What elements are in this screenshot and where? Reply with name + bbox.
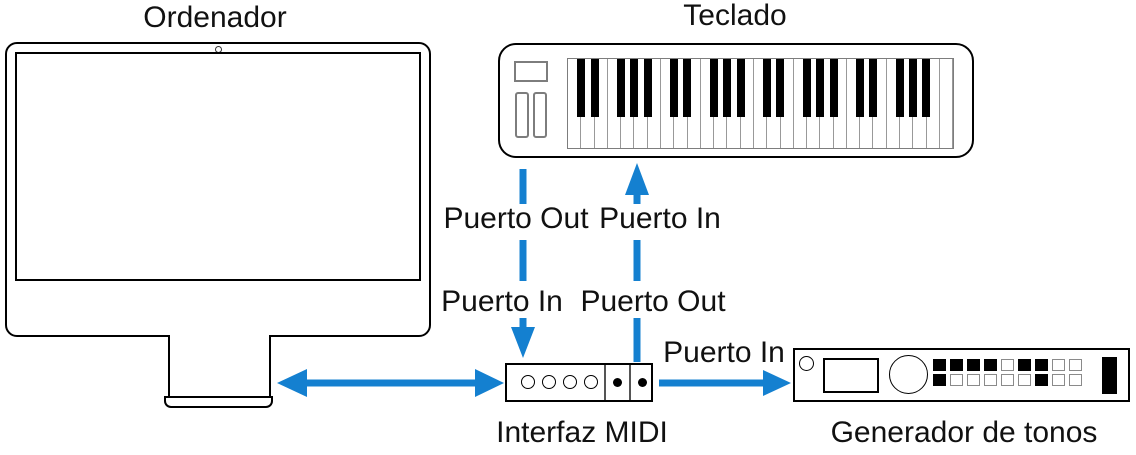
port-label-interface-in: Puerto In — [441, 285, 563, 318]
black-key — [617, 59, 626, 117]
computer-monitor — [5, 42, 431, 337]
black-key — [802, 59, 811, 117]
tone-level-bar — [1102, 357, 1117, 394]
port-label-tonegen-in: Puerto In — [663, 336, 785, 369]
tone-button — [967, 374, 980, 386]
black-key — [909, 59, 918, 117]
piano-keys — [567, 58, 954, 149]
white-key — [939, 59, 954, 148]
computer-screen — [15, 52, 421, 281]
tone-button — [1069, 359, 1082, 371]
power-button-icon — [799, 356, 814, 371]
midi-interface — [505, 363, 653, 402]
black-key — [776, 59, 785, 117]
tone-button — [1035, 359, 1048, 371]
tone-button — [1001, 359, 1014, 371]
tone-button — [1018, 374, 1031, 386]
tone-button — [967, 359, 980, 371]
panel-divider — [604, 365, 606, 400]
black-key — [895, 59, 904, 117]
mod-wheel — [533, 92, 547, 138]
tone-button — [1001, 374, 1014, 386]
tone-button — [984, 359, 997, 371]
black-key — [922, 59, 931, 117]
tone-generator-label: Generador de tonos — [830, 416, 1098, 449]
computer-stand — [168, 335, 271, 397]
black-key — [630, 59, 639, 117]
midi-port-icon — [584, 375, 598, 389]
keyboard-display — [514, 61, 548, 82]
black-key — [869, 59, 878, 117]
black-key — [590, 59, 599, 117]
tone-button — [1069, 374, 1082, 386]
black-key — [816, 59, 825, 117]
tone-button — [1035, 374, 1048, 386]
black-key — [736, 59, 745, 117]
tone-button — [933, 359, 946, 371]
black-key — [643, 59, 652, 117]
black-key — [683, 59, 692, 117]
black-key — [670, 59, 679, 117]
midi-interface-label: Interfaz MIDI — [496, 416, 668, 449]
tone-button — [933, 374, 946, 386]
port-label-keyboard-out: Puerto Out — [443, 202, 589, 235]
computer-stand-base — [164, 396, 273, 408]
black-key — [856, 59, 865, 117]
arrow-interface-to-tonegen — [659, 370, 791, 396]
tone-button — [1052, 359, 1065, 371]
tone-button — [1018, 359, 1031, 371]
tone-display — [823, 358, 879, 393]
black-key — [763, 59, 772, 117]
tone-generator — [793, 348, 1130, 402]
midi-port-icon — [542, 375, 556, 389]
midi-dot-icon — [638, 378, 647, 387]
tone-button — [950, 374, 963, 386]
midi-port-icon — [563, 375, 577, 389]
computer-label: Ordenador — [143, 1, 287, 34]
midi-port-icon — [521, 375, 535, 389]
port-label-keyboard-in: Puerto In — [599, 202, 721, 235]
panel-divider — [629, 365, 631, 400]
black-key — [723, 59, 732, 117]
port-label-interface-out: Puerto Out — [580, 285, 726, 318]
midi-dot-icon — [613, 378, 622, 387]
tone-button — [1052, 374, 1065, 386]
arrow-interface-to-keyboard — [625, 163, 649, 362]
tone-button-grid — [933, 359, 1082, 386]
arrow-keyboard-to-interface — [511, 169, 535, 358]
black-key — [710, 59, 719, 117]
black-key — [577, 59, 586, 117]
volume-knob-icon — [889, 355, 928, 394]
tone-button — [950, 359, 963, 371]
keyboard-label: Teclado — [683, 0, 787, 32]
arrow-computer-interface-bidirectional — [277, 369, 504, 397]
tone-button — [984, 374, 997, 386]
black-key — [829, 59, 838, 117]
pitch-wheel — [515, 92, 529, 138]
